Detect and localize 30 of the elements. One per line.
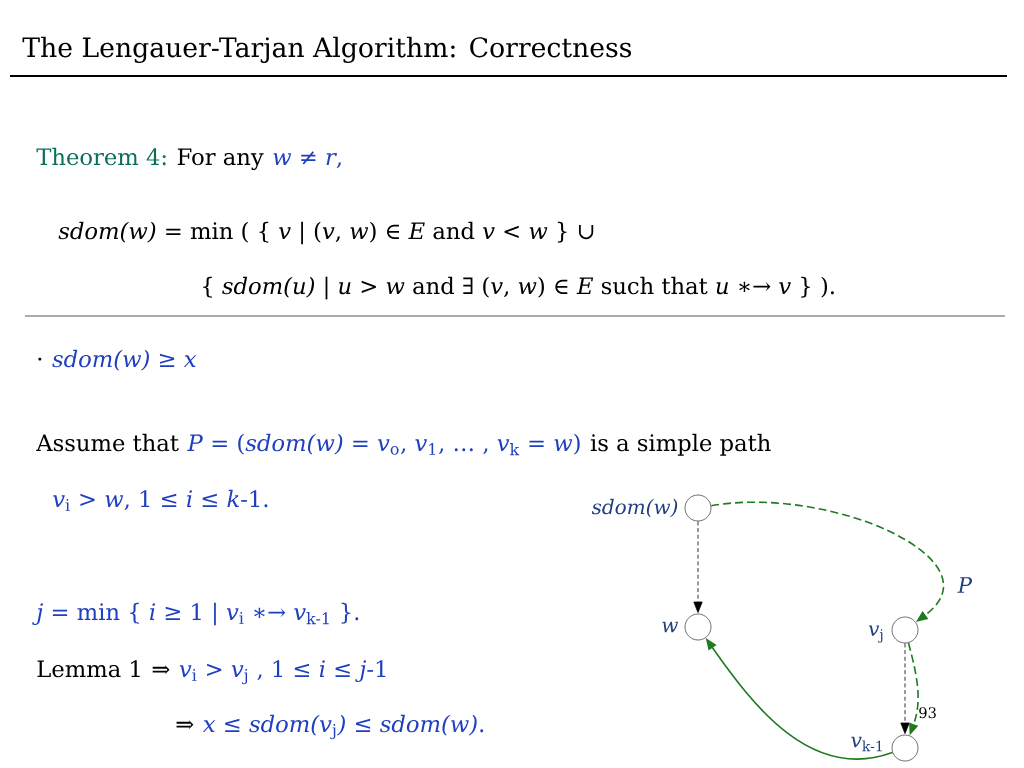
vertex-label: w: [662, 621, 678, 633]
theorem-label: Theorem 4:: [36, 147, 166, 166]
vertex-label: v$_{k-1}$: [851, 736, 882, 752]
math-expression: w ≠ r,: [273, 151, 341, 169]
math-expression: P = (sdom(w) = v$_{o}$, v$_{1}$, … , v$_{k}$ = w): [187, 433, 580, 456]
vertex-circle: [684, 494, 712, 522]
vertex-circle: [891, 616, 919, 644]
math-expression: sdom(w) ≥ x: [52, 349, 197, 371]
vertex-circle: [891, 734, 919, 762]
slide-title: The Lengauer-Tarjan Algorithm: Correctness: [22, 36, 632, 63]
statement-text: For any: [177, 148, 264, 171]
statement-text: Lemma 1: [37, 660, 140, 678]
statement-text: is a simple path: [590, 433, 771, 456]
implies-symbol: ⇒: [152, 665, 170, 675]
arrow: [900, 643, 910, 734]
arrow: [693, 521, 703, 613]
vertex-label: sdom(w): [591, 498, 678, 518]
arrow: [710, 501, 945, 622]
math-expression: j = min {i ≥ 1 | v$_{i}$ ∗→ v$_{k-1}$ }.: [32, 602, 359, 626]
vertex-label: v$_{j}$: [868, 625, 883, 643]
bullet: ·: [38, 357, 42, 361]
formula-line: sdom(w) = min ( { v | (v, w) ∈ E and v < w } ∪: [58, 221, 594, 245]
math-expression: x ≤ sdom(v$_{j}$) ≤ sdom(w).: [202, 714, 484, 740]
page-number: 93: [919, 707, 936, 719]
math-expression: v$_{i}$ > v$_{j}$ , 1 ≤ i ≤ j-1: [179, 660, 386, 685]
vertex-circle: [684, 613, 712, 641]
math-expression: v$_{i}$ > w, 1 ≤ i ≤ k-1.: [53, 489, 268, 511]
implies-symbol: ⇒: [176, 720, 194, 730]
statement-text: Assume that: [36, 433, 179, 452]
formula-line: { sdom(u) | u > w and ∃ (v, w) ∈ E such that u ∗→ v } ).: [203, 276, 834, 300]
